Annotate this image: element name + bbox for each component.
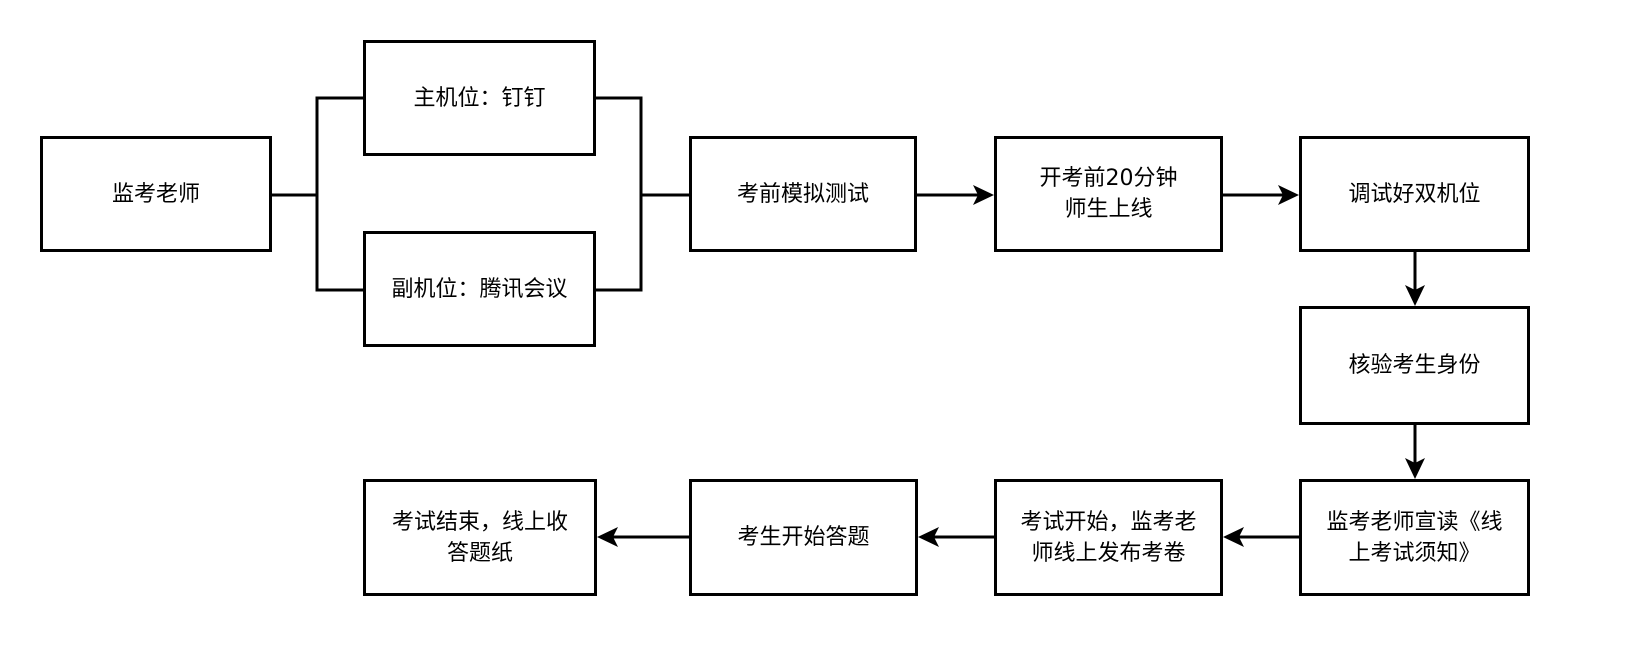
arrowhead-icon bbox=[1278, 185, 1299, 205]
node-collect-sheets: 考试结束，线上收 答题纸 bbox=[363, 479, 597, 596]
node-mock-test: 考前模拟测试 bbox=[689, 136, 917, 252]
node-online-20min: 开考前20分钟 师生上线 bbox=[994, 136, 1223, 252]
arrowhead-icon bbox=[1405, 285, 1425, 306]
arrowhead-icon bbox=[1405, 458, 1425, 479]
node-start-answering: 考生开始答题 bbox=[689, 479, 918, 596]
node-debug-cameras: 调试好双机位 bbox=[1299, 136, 1530, 252]
arrowhead-icon bbox=[918, 527, 939, 547]
node-main-camera: 主机位：钉钉 bbox=[363, 40, 596, 156]
node-read-rules: 监考老师宣读《线 上考试须知》 bbox=[1299, 479, 1530, 596]
edge-fork-main bbox=[315, 96, 363, 292]
arrowheads bbox=[597, 185, 1425, 547]
node-sub-camera: 副机位：腾讯会议 bbox=[363, 231, 596, 347]
arrowhead-icon bbox=[597, 527, 618, 547]
node-teacher: 监考老师 bbox=[40, 136, 272, 252]
arrowhead-icon bbox=[1223, 527, 1244, 547]
node-verify-identity: 核验考生身份 bbox=[1299, 306, 1530, 425]
node-publish-paper: 考试开始，监考老 师线上发布考卷 bbox=[994, 479, 1223, 596]
edge-main-merge bbox=[596, 96, 643, 292]
arrowhead-icon bbox=[973, 185, 994, 205]
